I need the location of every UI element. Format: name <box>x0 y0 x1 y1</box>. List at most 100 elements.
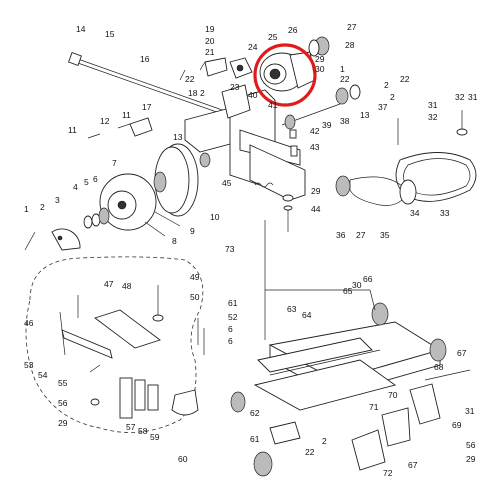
callout-14: 14 <box>76 24 86 34</box>
callout-53: 53 <box>24 360 34 370</box>
callout-26: 26 <box>288 25 298 35</box>
callout-5: 5 <box>84 177 89 187</box>
callout-24: 24 <box>248 42 258 52</box>
callout-22: 22 <box>340 74 350 84</box>
callout-42: 42 <box>310 126 320 136</box>
callout-29c: 29 <box>58 418 68 428</box>
callout-47: 47 <box>104 279 114 289</box>
callout-31: 31 <box>428 100 438 110</box>
callout-72: 72 <box>383 468 393 478</box>
callout-67: 67 <box>457 348 467 358</box>
callout-62: 62 <box>250 408 260 418</box>
callout-61b: 61 <box>250 434 260 444</box>
callout-25: 25 <box>268 32 278 42</box>
callout-29d: 29 <box>466 454 476 464</box>
callout-69: 69 <box>452 420 462 430</box>
callout-30: 30 <box>315 64 325 74</box>
callout-38: 38 <box>340 116 350 126</box>
callout-12: 12 <box>100 116 110 126</box>
callout-34: 34 <box>410 208 420 218</box>
callout-66: 66 <box>363 274 373 284</box>
callout-22c: 22 <box>400 74 410 84</box>
callout-29b: 29 <box>311 186 321 196</box>
callout-50: 50 <box>190 292 200 302</box>
callout-67b: 67 <box>408 460 418 470</box>
callout-16: 16 <box>140 54 150 64</box>
callout-8: 8 <box>172 236 177 246</box>
callout-22d: 22 <box>305 447 315 457</box>
callout-54: 54 <box>38 370 48 380</box>
callout-18: 18 <box>188 88 198 98</box>
callout-56: 56 <box>58 398 68 408</box>
callout-45: 45 <box>222 178 232 188</box>
callout-61: 61 <box>228 298 238 308</box>
callout-6: 6 <box>93 174 98 184</box>
callout-21: 21 <box>205 47 215 57</box>
callout-labels: 14 15 16 19 20 21 24 25 26 27 28 29 30 1… <box>24 22 478 478</box>
callout-9: 9 <box>190 226 195 236</box>
callout-64: 64 <box>302 310 312 320</box>
callout-15: 15 <box>105 29 115 39</box>
callout-71: 71 <box>369 402 379 412</box>
callout-39: 39 <box>322 120 332 130</box>
callout-6b: 6 <box>228 324 233 334</box>
callout-59: 59 <box>150 432 160 442</box>
callout-29: 29 <box>315 54 325 64</box>
callout-68: 68 <box>434 362 444 372</box>
callout-32: 32 <box>428 112 438 122</box>
callout-49: 49 <box>190 272 200 282</box>
callout-44: 44 <box>311 204 321 214</box>
callout-7: 7 <box>112 158 117 168</box>
callout-4: 4 <box>73 182 78 192</box>
left-pulley-assembly <box>24 57 228 251</box>
callout-17: 17 <box>142 102 152 112</box>
callout-65: 65 <box>343 286 353 296</box>
callout-70: 70 <box>388 390 398 400</box>
callout-73: 73 <box>225 244 235 254</box>
callout-3: 3 <box>55 195 60 205</box>
callout-6c: 6 <box>228 336 233 346</box>
callout-37: 37 <box>378 102 388 112</box>
callout-43: 43 <box>310 142 320 152</box>
callout-2c: 2 <box>390 92 395 102</box>
callout-28: 28 <box>345 40 355 50</box>
belt-assembly <box>335 110 477 206</box>
callout-55: 55 <box>58 378 68 388</box>
callout-57: 57 <box>126 422 136 432</box>
callout-36: 36 <box>336 230 346 240</box>
callout-30b: 30 <box>352 280 362 290</box>
callout-10: 10 <box>210 212 220 222</box>
callout-31c: 31 <box>465 406 475 416</box>
callout-60: 60 <box>178 454 188 464</box>
callout-48: 48 <box>122 281 132 291</box>
callout-11b: 11 <box>68 125 77 135</box>
callout-11: 11 <box>122 110 131 120</box>
callout-40: 40 <box>248 90 258 100</box>
callout-32b: 32 <box>455 92 465 102</box>
callout-1: 1 <box>340 64 345 74</box>
callout-35: 35 <box>380 230 390 240</box>
callout-2d: 2 <box>40 202 45 212</box>
callout-1b: 1 <box>24 204 29 214</box>
callout-33: 33 <box>440 208 450 218</box>
callout-31b: 31 <box>468 92 478 102</box>
callout-23: 23 <box>230 82 240 92</box>
callout-56b: 56 <box>466 440 476 450</box>
callout-13b: 13 <box>173 132 183 142</box>
callout-58: 58 <box>138 426 148 436</box>
base-frame <box>230 220 471 477</box>
callout-19: 19 <box>205 24 215 34</box>
callout-2b: 2 <box>384 80 389 90</box>
main-shaft-assembly <box>68 36 361 232</box>
callout-13: 13 <box>360 110 370 120</box>
callout-46: 46 <box>24 318 34 328</box>
callout-27: 27 <box>347 22 357 32</box>
callout-2e: 2 <box>322 436 327 446</box>
callout-63: 63 <box>287 304 297 314</box>
highlight-circle <box>253 43 317 107</box>
callout-2: 2 <box>200 88 205 98</box>
handle-subassembly <box>25 256 205 433</box>
callout-41: 41 <box>268 100 278 110</box>
